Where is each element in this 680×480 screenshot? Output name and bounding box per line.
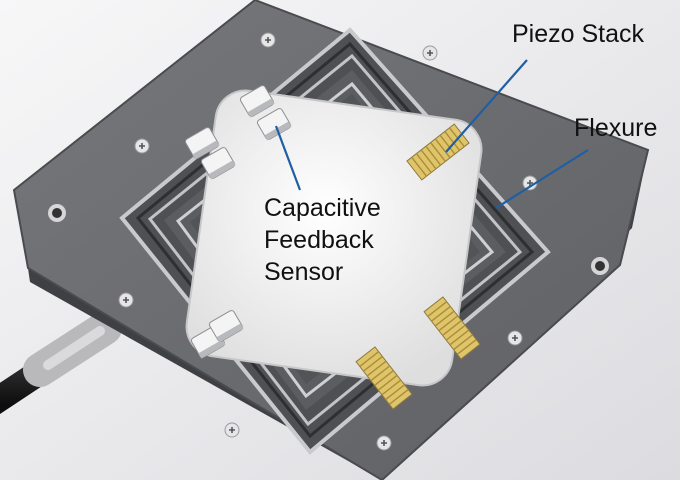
capacitive-sensor-block (208, 310, 244, 343)
flexure-label: Flexure (574, 114, 658, 142)
central-aperture (185, 89, 483, 387)
flexure-leader-line (495, 149, 589, 209)
screw-icon (376, 435, 392, 451)
screw-icon (118, 292, 134, 308)
piezo-stack-label: Piezo Stack (512, 20, 645, 48)
screw-icon (134, 138, 150, 154)
mounting-hole (591, 257, 609, 275)
cable (0, 311, 122, 414)
piezo-stack (423, 296, 481, 360)
screw-icon (422, 45, 438, 61)
capacitive-sensor-block (200, 147, 236, 180)
screw-icon (260, 32, 276, 48)
capacitive-sensor-block (184, 127, 220, 160)
capacitive-label-line-3: Sensor (264, 258, 344, 286)
piezo-stack (355, 346, 413, 410)
capacitive-leader-line (274, 125, 302, 191)
screw-icon (224, 422, 240, 438)
capacitive-feedback-sensor-label: Capacitive Feedback Sensor (264, 192, 381, 288)
capacitive-sensor-block (239, 85, 275, 118)
screw-icon (507, 330, 523, 346)
capacitive-label-line-2: Feedback (264, 226, 374, 254)
capacitive-label-line-1: Capacitive (264, 194, 381, 222)
piezo-leader-line (445, 59, 528, 153)
mounting-hole (48, 204, 66, 222)
